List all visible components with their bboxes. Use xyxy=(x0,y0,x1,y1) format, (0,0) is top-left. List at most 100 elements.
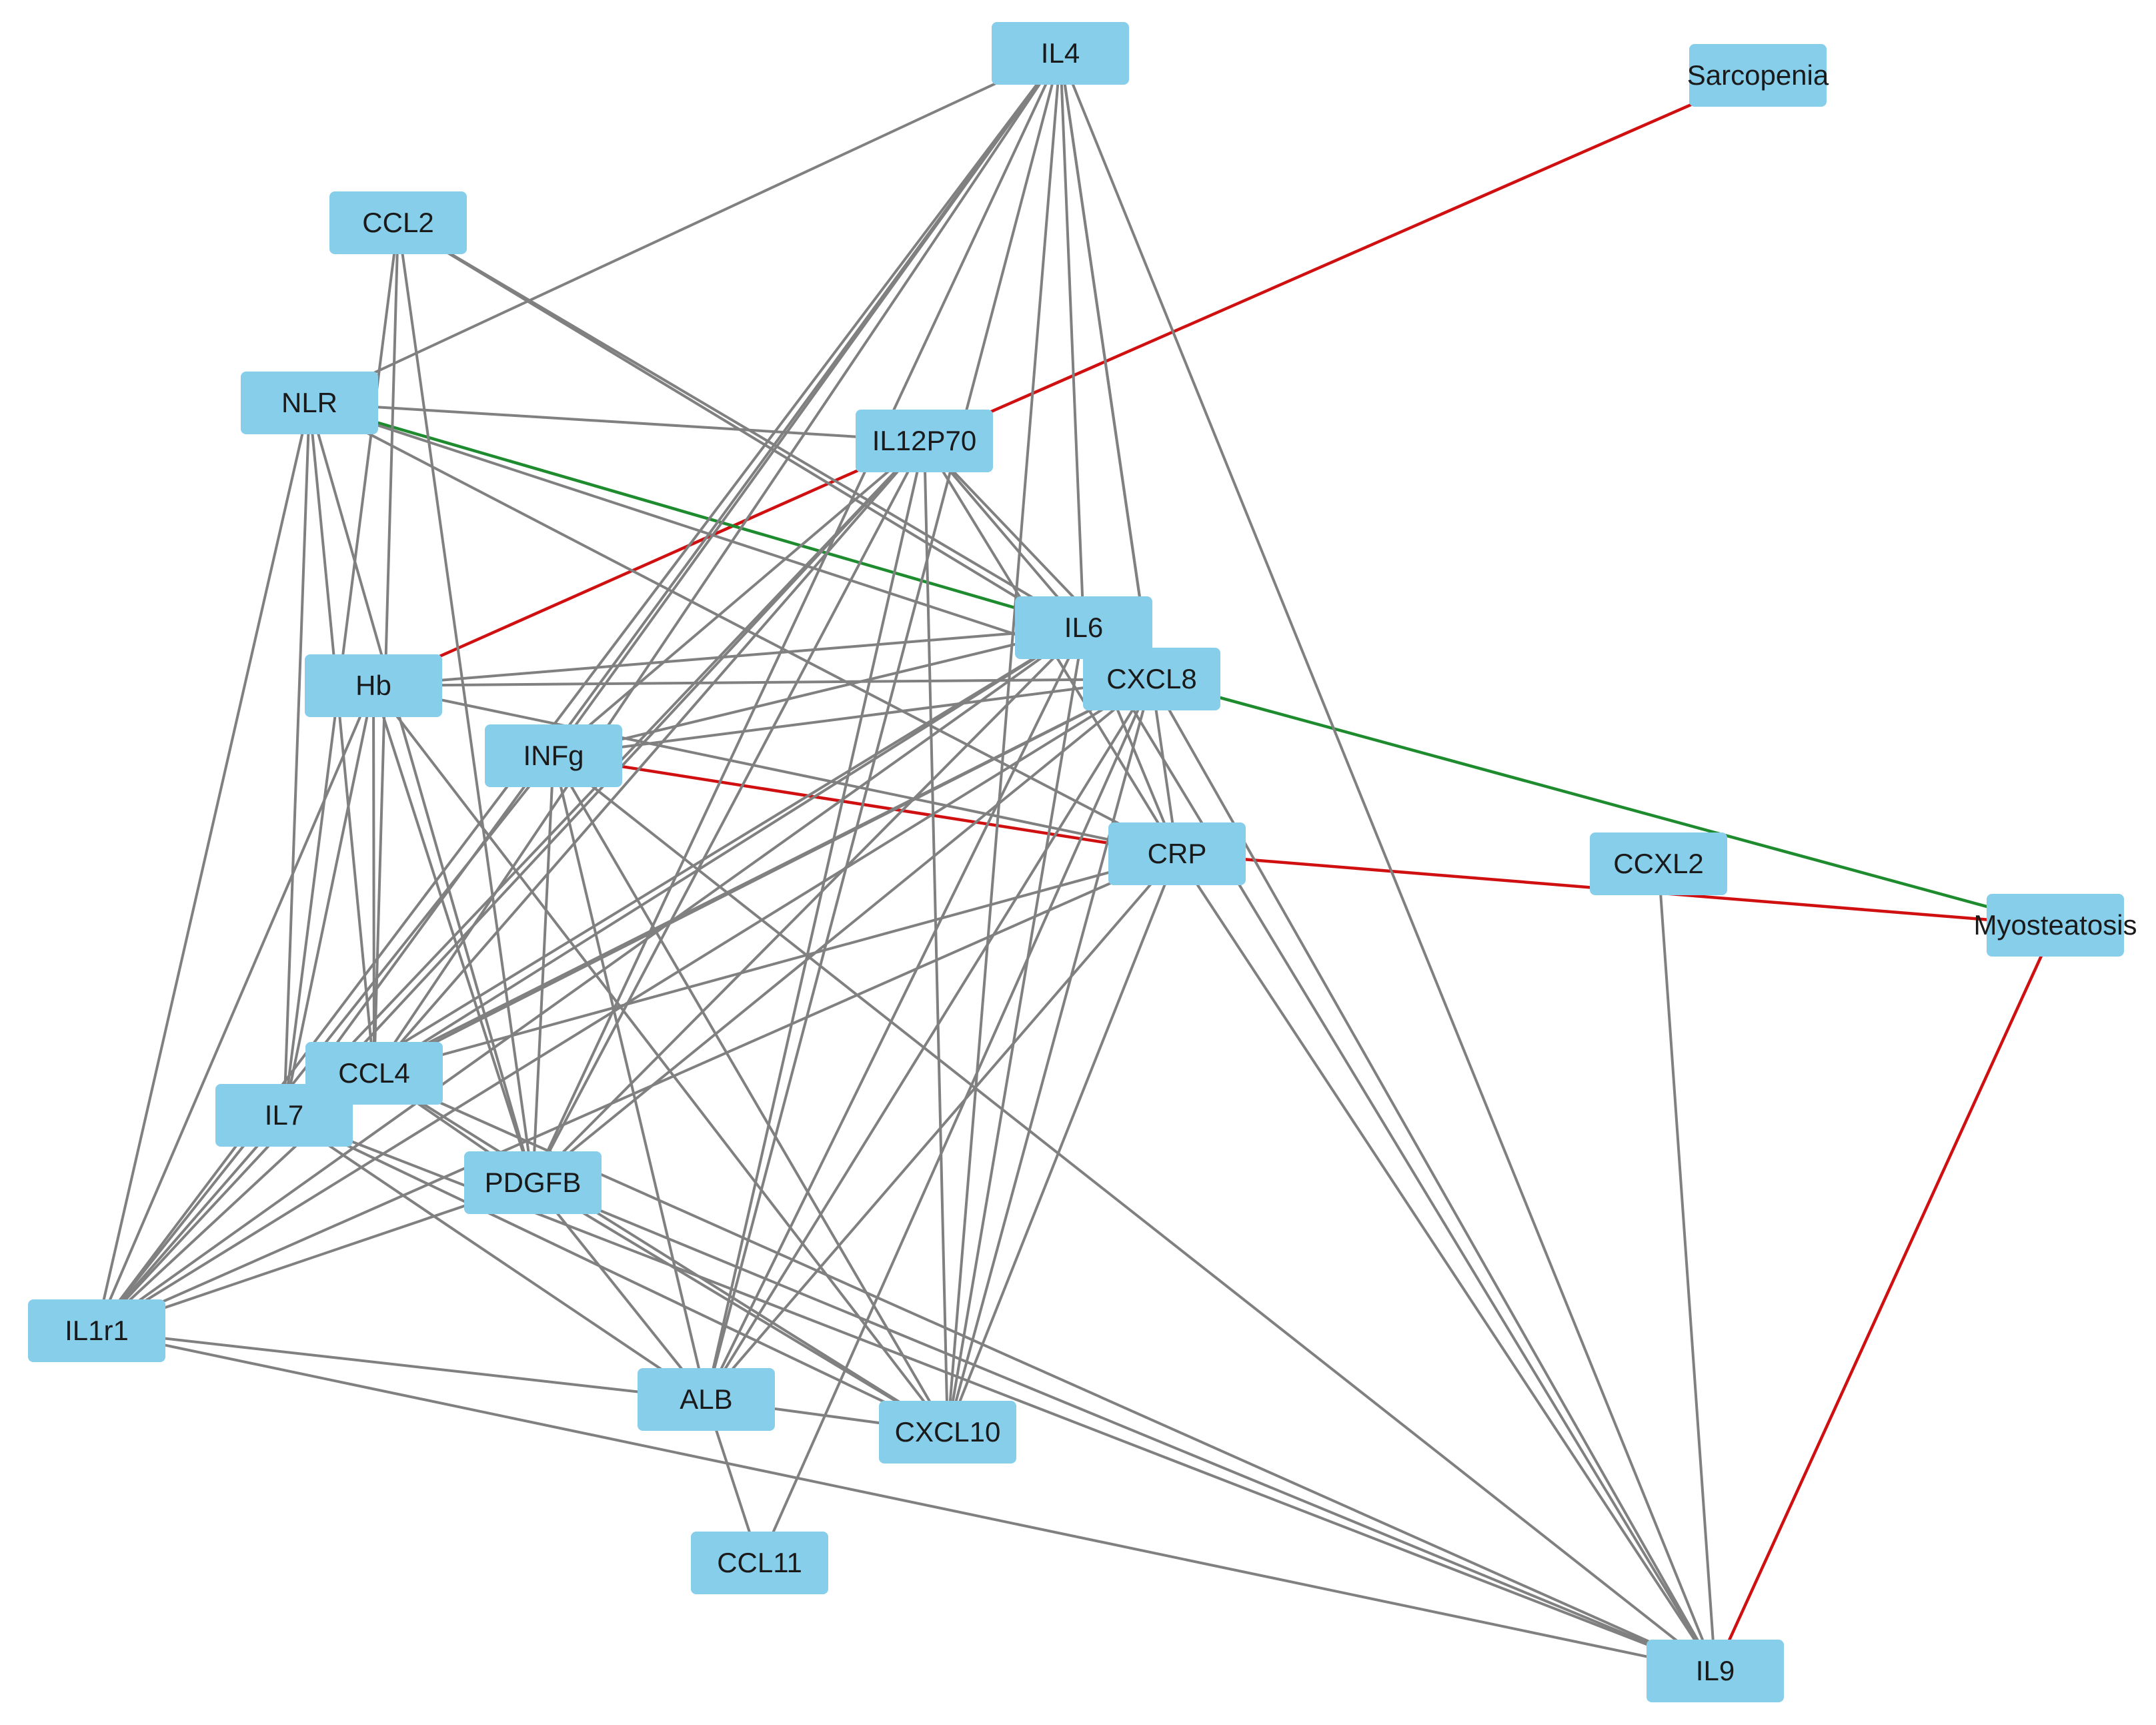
edge-il4-ccl4 xyxy=(373,52,1062,1075)
edge-cxcl8-myosteatosis xyxy=(1151,677,2056,927)
edge-il7-alb xyxy=(283,1114,708,1401)
node-box xyxy=(464,1151,602,1214)
node-box xyxy=(638,1368,775,1431)
edge-crp-il1r1 xyxy=(96,852,1178,1332)
edge-pdgfb-il1r1 xyxy=(96,1181,533,1332)
node-il4[interactable]: IL4 xyxy=(992,22,1129,85)
node-label: Sarcopenia xyxy=(1687,59,1829,91)
edge-ccxl2-il9 xyxy=(1657,863,1717,1672)
node-nlr[interactable]: NLR xyxy=(241,372,378,434)
edge-il6-pdgfb xyxy=(531,626,1085,1184)
node-il7[interactable]: IL7 xyxy=(215,1084,353,1147)
edge-pdgfb-il9 xyxy=(532,1181,1716,1672)
node-alb[interactable]: ALB xyxy=(638,1368,775,1431)
node-box xyxy=(215,1084,353,1147)
node-box xyxy=(992,22,1129,85)
edge-infg-il9 xyxy=(552,754,1717,1672)
edge-infg-cxcl10 xyxy=(552,754,949,1433)
node-il9[interactable]: IL9 xyxy=(1647,1640,1784,1702)
node-il12p70[interactable]: IL12P70 xyxy=(856,410,993,472)
edge-infg-pdgfb xyxy=(531,755,555,1183)
edge-il1r1-alb xyxy=(96,1329,707,1401)
edge-il12p70-sarcopenia xyxy=(924,73,1759,443)
edge-ccl2-il6 xyxy=(397,221,1085,629)
node-box xyxy=(305,654,442,717)
edge-cxcl8-pdgfb xyxy=(531,678,1153,1184)
edge-pdgfb-cxcl10 xyxy=(531,1181,949,1433)
node-label: IL7 xyxy=(265,1099,303,1131)
edge-il6-il1r1 xyxy=(95,626,1085,1332)
edge-il12p70-il1r1 xyxy=(95,440,926,1332)
edge-il12p70-cxcl10 xyxy=(923,440,949,1433)
edge-il7-il1r1 xyxy=(95,1114,285,1332)
edge-hb-il12p70 xyxy=(373,439,925,688)
node-cxcl10[interactable]: CXCL10 xyxy=(879,1401,1016,1464)
node-label: Hb xyxy=(355,670,391,701)
edge-infg-crp xyxy=(553,754,1178,856)
node-label: PDGFB xyxy=(485,1167,582,1198)
node-label: Myosteatosis xyxy=(1973,909,2137,941)
node-box xyxy=(1590,832,1727,895)
edge-cxcl8-cxcl10 xyxy=(946,678,1153,1433)
edge-cxcl8-alb xyxy=(705,678,1153,1401)
edge-nlr-crp xyxy=(309,402,1178,855)
edge-nlr-il6 xyxy=(309,401,1084,630)
node-myosteatosis[interactable]: Myosteatosis xyxy=(1973,894,2137,957)
node-box xyxy=(1689,44,1827,107)
edge-crp-cxcl10 xyxy=(946,853,1178,1433)
edge-hb-crp xyxy=(373,684,1178,855)
edge-nlr-il7 xyxy=(283,402,311,1116)
edge-crp-il9 xyxy=(1176,852,1717,1672)
edge-hb-cxcl10 xyxy=(372,684,949,1433)
edge-il4-il6 xyxy=(1059,53,1085,628)
node-label: IL12P70 xyxy=(872,425,976,456)
edge-crp-ccl4 xyxy=(373,852,1178,1075)
node-box xyxy=(1987,894,2124,957)
node-ccl11[interactable]: CCL11 xyxy=(691,1532,828,1594)
edge-hb-ccl4 xyxy=(372,685,375,1074)
node-label: CCL2 xyxy=(362,207,433,238)
edge-hb-pdgfb xyxy=(372,685,534,1183)
edge-il6-il7 xyxy=(283,626,1085,1117)
edge-pdgfb-alb xyxy=(531,1181,708,1401)
edge-il6-il9 xyxy=(1082,626,1717,1672)
node-label: IL1r1 xyxy=(65,1315,129,1346)
edge-il12p70-infg xyxy=(552,440,926,757)
edge-hb-il7 xyxy=(283,685,375,1116)
edge-il4-il7 xyxy=(283,52,1062,1117)
edge-il12p70-alb xyxy=(705,440,926,1400)
node-il1r1[interactable]: IL1r1 xyxy=(28,1299,165,1362)
node-box xyxy=(329,191,467,254)
node-box xyxy=(1108,822,1246,885)
node-box xyxy=(1083,648,1220,710)
node-ccl2[interactable]: CCL2 xyxy=(329,191,467,254)
node-ccxl2[interactable]: CCXL2 xyxy=(1590,832,1727,895)
edges-layer xyxy=(95,52,2057,1672)
node-box xyxy=(1015,596,1152,659)
edge-ccl2-pdgfb xyxy=(397,222,534,1183)
node-cxcl8[interactable]: CXCL8 xyxy=(1083,648,1220,710)
node-il6[interactable]: IL6 xyxy=(1015,596,1152,659)
edge-nlr-pdgfb xyxy=(308,402,534,1183)
node-hb[interactable]: Hb xyxy=(305,654,442,717)
edge-il4-crp xyxy=(1059,53,1178,854)
edge-il7-cxcl10 xyxy=(283,1114,948,1433)
node-infg[interactable]: INFg xyxy=(485,724,622,787)
node-sarcopenia[interactable]: Sarcopenia xyxy=(1687,44,1829,107)
edge-infg-alb xyxy=(552,755,708,1400)
node-label: IL9 xyxy=(1696,1655,1735,1686)
node-box xyxy=(485,724,622,787)
edge-il4-cxcl10 xyxy=(946,53,1062,1433)
node-label: NLR xyxy=(281,387,337,418)
edge-il12p70-ccl4 xyxy=(373,440,926,1075)
node-box xyxy=(28,1299,165,1362)
edge-il12p70-pdgfb xyxy=(531,440,926,1183)
edge-myosteatosis-il9 xyxy=(1713,925,2057,1672)
node-label: IL6 xyxy=(1064,612,1103,643)
node-pdgfb[interactable]: PDGFB xyxy=(464,1151,602,1214)
node-crp[interactable]: CRP xyxy=(1108,822,1246,885)
node-box xyxy=(879,1401,1016,1464)
node-box xyxy=(691,1532,828,1594)
node-label: CCL4 xyxy=(338,1057,409,1089)
